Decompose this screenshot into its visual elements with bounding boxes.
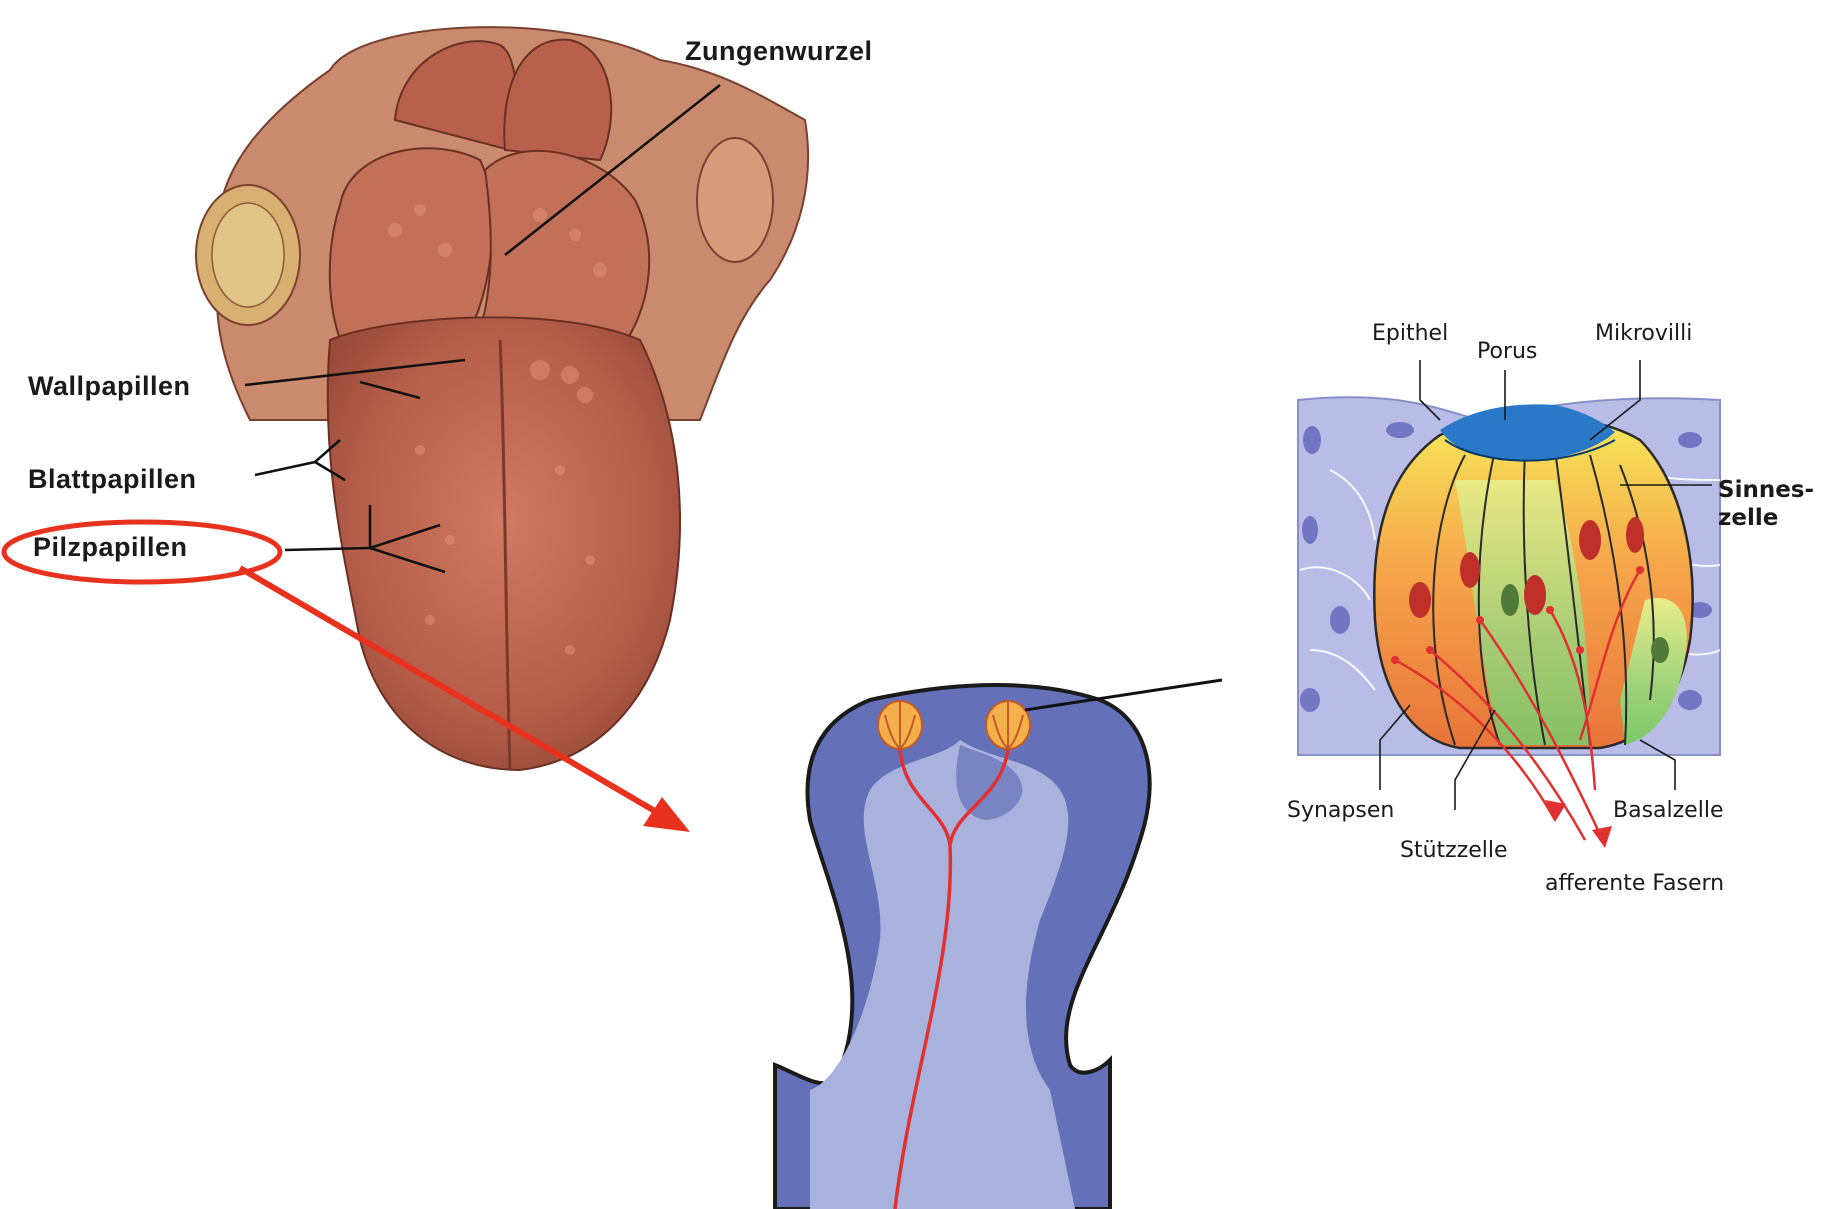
label-porus: Porus: [1477, 339, 1537, 364]
label-blattpapillen: Blattpapillen: [28, 464, 197, 494]
label-mikrovilli: Mikrovilli: [1595, 321, 1692, 346]
label-afferente-fasern: afferente Fasern: [1545, 871, 1724, 896]
tongue-illustration: [196, 27, 808, 770]
taste-bud-mini-left: [878, 701, 922, 749]
label-epithel: Epithel: [1372, 321, 1448, 346]
label-stuetzzelle: Stützzelle: [1400, 838, 1508, 863]
label-wallpapillen: Wallpapillen: [28, 371, 191, 401]
label-synapsen: Synapsen: [1287, 798, 1394, 823]
taste-bud-detail: Epithel Porus Mikrovilli Sinnes- zelle S…: [1287, 321, 1814, 896]
label-zungenwurzel: Zungenwurzel: [685, 36, 873, 66]
taste-bud-mini-right: [986, 701, 1030, 749]
label-pilzpapillen: Pilzpapillen: [33, 532, 188, 562]
label-sinnes: Sinnes-: [1718, 477, 1814, 503]
label-zelle: zelle: [1718, 505, 1778, 531]
label-basalzelle: Basalzelle: [1613, 798, 1723, 823]
papilla-cross-section: [775, 680, 1222, 1209]
arrow-head-icon: [643, 797, 690, 832]
